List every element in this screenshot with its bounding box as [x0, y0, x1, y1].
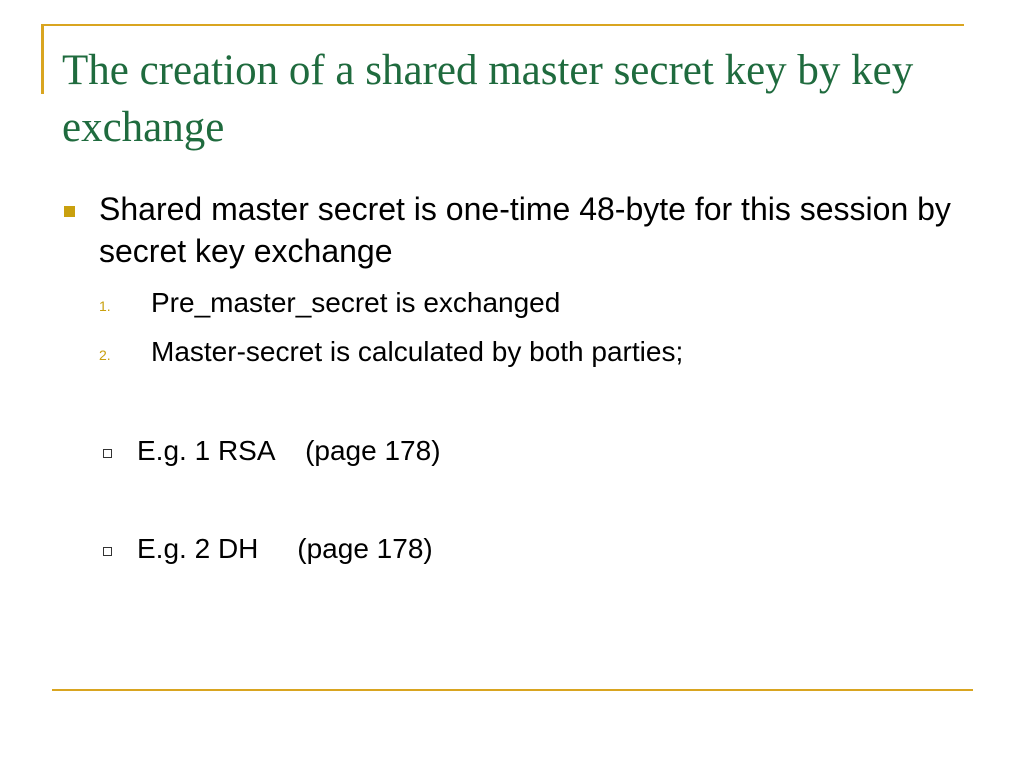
example-dh-text: E.g. 2 DH (page 178)	[137, 533, 433, 564]
step-number-2: 2.	[99, 347, 111, 363]
frame-vertical-rule	[41, 24, 44, 94]
frame-top-rule	[41, 24, 964, 26]
slide-title: The creation of a shared master secret k…	[62, 47, 914, 151]
step-number-1: 1.	[99, 298, 111, 314]
hollow-square-bullet-icon	[103, 547, 112, 556]
example-rsa-text: E.g. 1 RSA (page 178)	[137, 435, 441, 466]
main-bullet-text: Shared master secret is one-time 48-byte…	[99, 191, 951, 269]
step-text-1: Pre_master_secret is exchanged	[151, 287, 561, 318]
hollow-square-bullet-icon	[103, 449, 112, 458]
step-text-2: Master-secret is calculated by both part…	[151, 336, 684, 367]
footer-rule	[52, 689, 973, 691]
filled-square-bullet-icon	[64, 206, 75, 217]
